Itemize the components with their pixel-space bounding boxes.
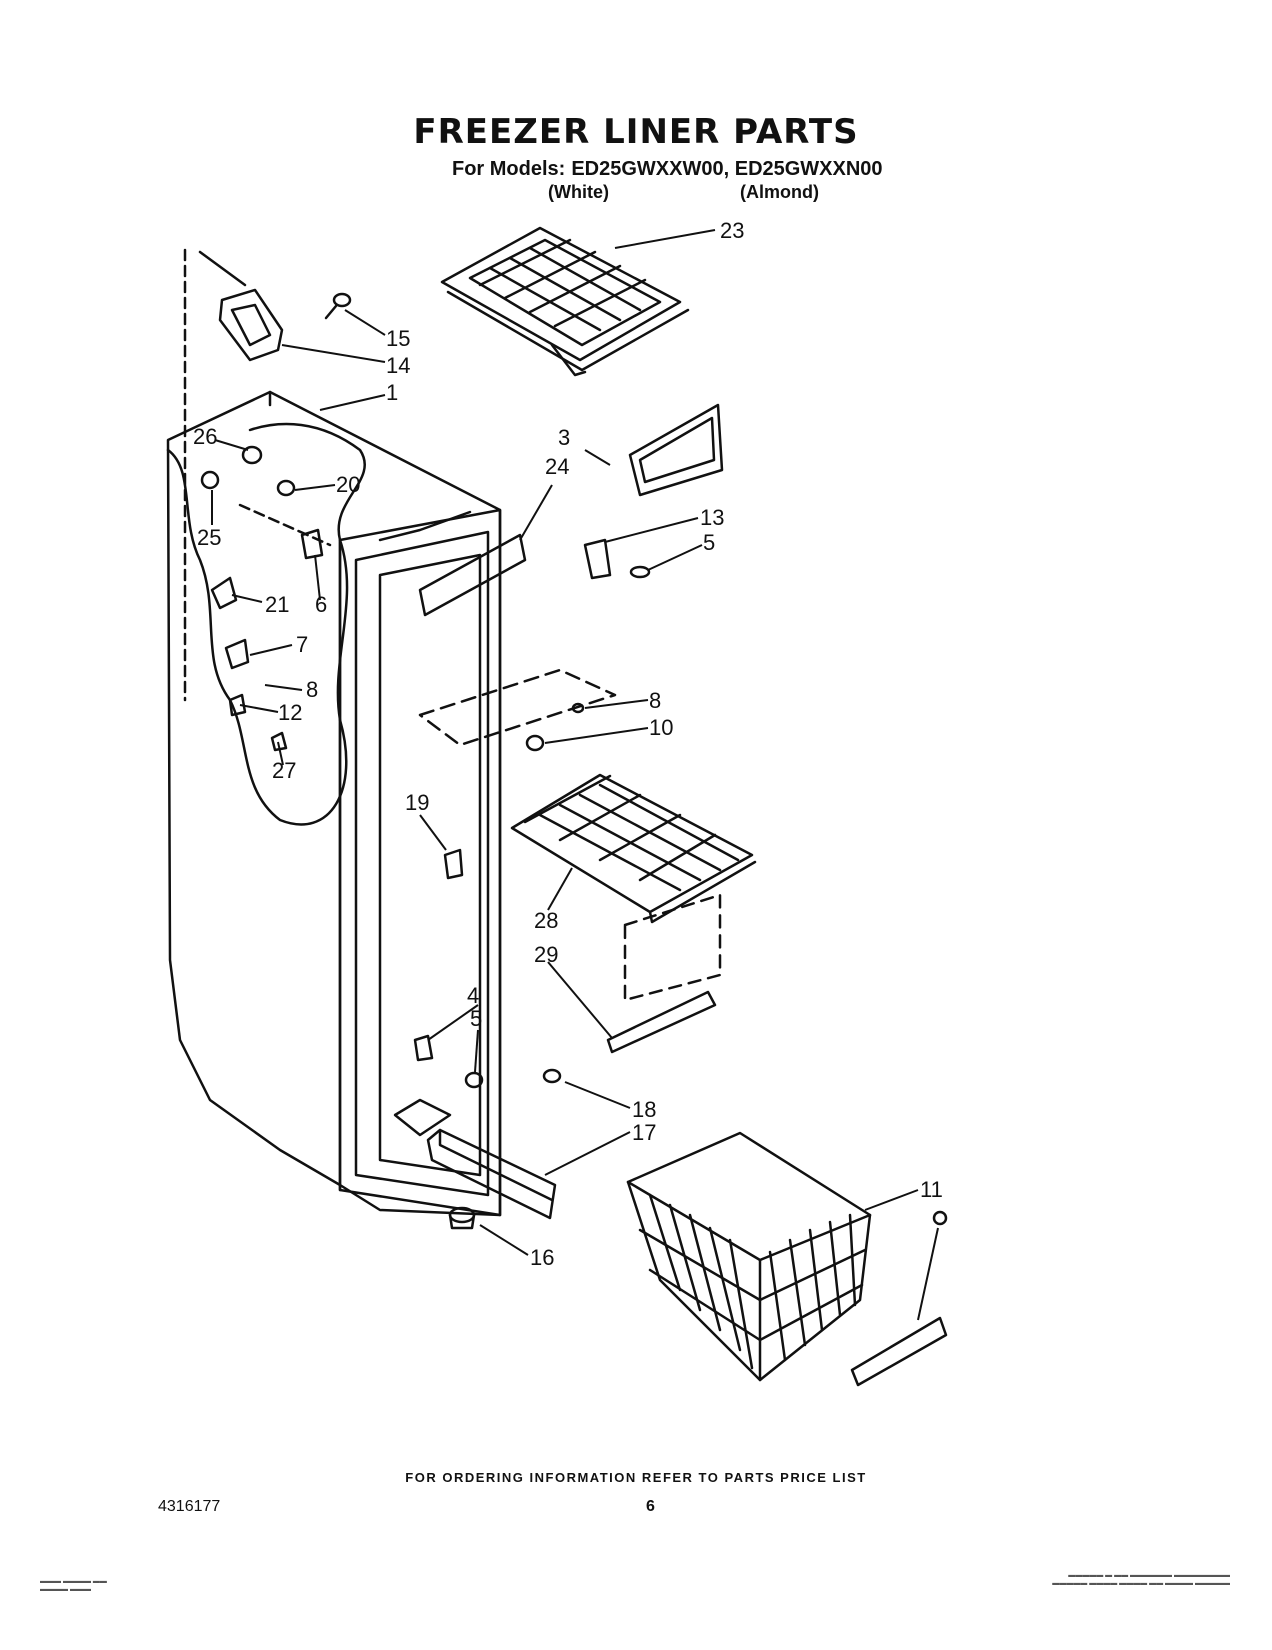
part-9-handle <box>850 1210 948 1387</box>
callout-12: 12 <box>278 700 302 725</box>
part-14-bracket <box>218 288 284 362</box>
callout-18: 18 <box>632 1097 656 1122</box>
callout-26: 26 <box>193 424 217 449</box>
callout-8: 8 <box>306 677 318 702</box>
part-5-lower-screw <box>464 1071 484 1089</box>
color-white-label: (White) <box>548 182 609 202</box>
callout-11: 11 <box>920 1177 943 1202</box>
callout-13: 13 <box>700 505 724 530</box>
callout-3: 3 <box>558 425 570 450</box>
part-19-bracket <box>443 848 464 880</box>
part-17-rail <box>426 1128 557 1220</box>
part-23-shelf <box>440 226 690 377</box>
callout-28: 28 <box>534 908 558 933</box>
part-13-clip <box>583 538 612 580</box>
callout-20: 20 <box>336 472 360 497</box>
callout-5b: 5 <box>470 1006 482 1031</box>
part-28-wire-shelf <box>510 773 757 924</box>
fine-print-right: ▬▬▬▬▬ ▬ ▬▬ ▬▬▬▬▬▬ ▬▬▬▬▬▬▬▬▬▬▬▬▬ ▬▬▬▬ ▬▬▬… <box>1052 1572 1230 1587</box>
callout-10: 10 <box>649 715 673 740</box>
document-number: 4316177 <box>158 1498 221 1515</box>
model-numbers: For Models:ED25GWXXW00, ED25GWXXN00 <box>452 158 883 181</box>
callout-29: 29 <box>534 942 558 967</box>
callout-labels: 23 15 14 1 26 20 25 6 21 7 8 12 27 3 24 … <box>193 218 943 1270</box>
fine-print-left: ▬▬▬ ▬▬▬▬ ▬▬▬▬▬▬ ▬▬▬ <box>40 1578 107 1593</box>
callout-4: 4 <box>467 983 479 1008</box>
callout-8b: 8 <box>649 688 661 713</box>
part-3-panel <box>628 403 724 497</box>
shelf-support-panel <box>418 668 617 752</box>
callout-27: 27 <box>272 758 296 783</box>
models-list: ED25GWXXW00, ED25GWXXN00 <box>571 158 883 180</box>
models-label: For Models: <box>452 158 566 180</box>
part-18-screw <box>542 1068 562 1084</box>
callout-6: 6 <box>315 592 327 617</box>
callout-17: 17 <box>632 1120 656 1145</box>
callout-25: 25 <box>197 525 221 550</box>
part-15-screw <box>324 292 352 320</box>
page-title: FREEZER LINER PARTS <box>413 112 859 152</box>
part-16-plug <box>448 1206 476 1230</box>
callout-5: 5 <box>703 530 715 555</box>
freezer-liner-cabinet <box>166 248 502 1217</box>
callout-7: 7 <box>296 632 308 657</box>
callout-14: 14 <box>386 353 410 378</box>
part-4-clip <box>413 1034 434 1062</box>
page-number: 6 <box>646 1498 655 1515</box>
part-24-trim <box>418 533 527 617</box>
callout-19: 19 <box>405 790 429 815</box>
part-29-shelf-trim <box>606 893 722 1054</box>
callout-1: 1 <box>386 380 398 405</box>
part-5-screw <box>629 565 651 579</box>
callout-16: 16 <box>530 1245 554 1270</box>
ordering-info: FOR ORDERING INFORMATION REFER TO PARTS … <box>405 1470 867 1485</box>
part-11-basket <box>626 1131 872 1382</box>
left-wall-small-parts <box>200 445 332 752</box>
callout-15: 15 <box>386 326 410 351</box>
callout-21: 21 <box>265 592 289 617</box>
callout-24: 24 <box>545 454 569 479</box>
color-almond-label: (Almond) <box>740 182 819 202</box>
callout-23: 23 <box>720 218 744 243</box>
